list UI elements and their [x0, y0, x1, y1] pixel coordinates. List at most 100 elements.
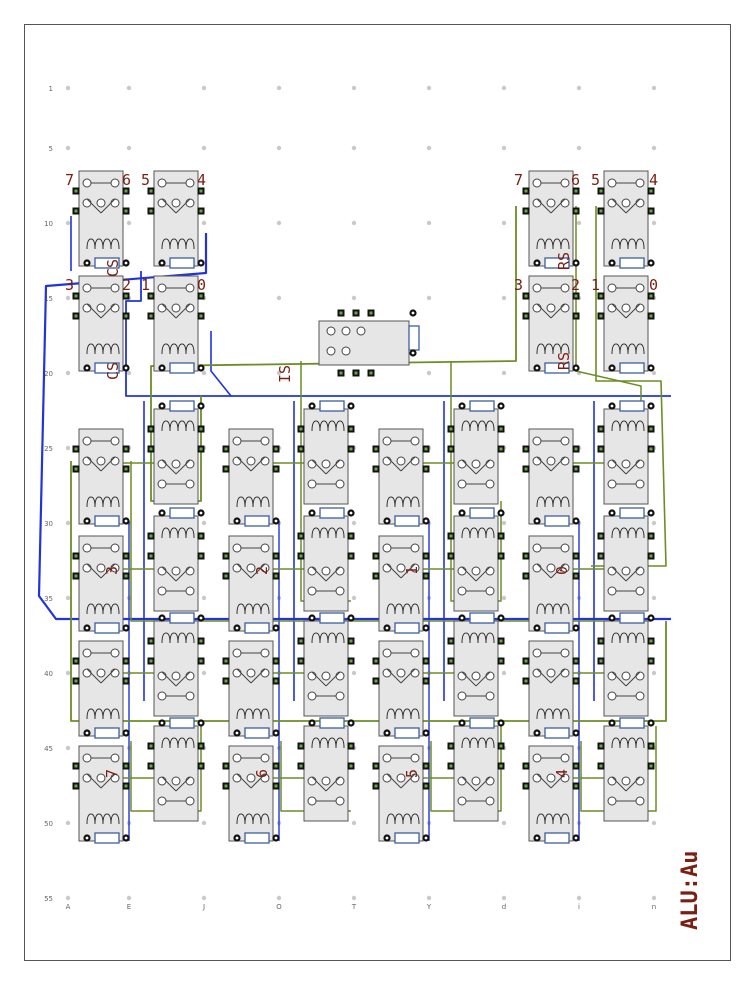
pad-hole	[354, 311, 358, 315]
grid-dot	[351, 820, 357, 826]
contact	[532, 456, 542, 466]
pad-hole	[74, 679, 78, 683]
contact-line	[461, 566, 477, 582]
pad-hole	[124, 447, 128, 451]
contact	[457, 776, 467, 786]
grid-dot	[426, 145, 432, 151]
contact	[82, 543, 92, 553]
bit-label: 7	[514, 171, 523, 189]
contact	[621, 459, 631, 469]
contact	[410, 648, 420, 658]
section-label-cs: CS	[104, 362, 122, 380]
pad-hole	[574, 366, 578, 370]
grid-dot	[126, 220, 132, 226]
pad-hole	[199, 294, 203, 298]
coil	[161, 420, 195, 432]
grid-dot	[201, 370, 207, 376]
pad-hole	[374, 679, 378, 683]
relay-body	[603, 408, 649, 505]
pad-hole	[274, 764, 278, 768]
diode	[469, 507, 495, 519]
coil	[536, 813, 570, 825]
pad-hole	[599, 744, 603, 748]
row-label: 30	[44, 520, 53, 528]
grid-dot	[351, 670, 357, 676]
contact-line	[386, 773, 402, 789]
pad-hole	[499, 427, 503, 431]
adder-bit-label: 5	[403, 769, 421, 778]
pad-hole	[124, 314, 128, 318]
pad-hole	[160, 366, 164, 370]
grid-dot	[65, 595, 71, 601]
relay	[597, 170, 655, 269]
pad-hole	[574, 519, 578, 523]
contact-line	[86, 303, 102, 319]
relay	[72, 428, 130, 527]
contact	[560, 436, 570, 446]
pad-hole	[124, 784, 128, 788]
grid-dot	[351, 295, 357, 301]
grid-dot	[351, 520, 357, 526]
grid-dot	[65, 85, 71, 91]
pad-hole	[449, 534, 453, 538]
diode	[619, 362, 645, 374]
contact	[307, 566, 317, 576]
contact	[621, 566, 631, 576]
diode	[469, 400, 495, 412]
relay	[522, 428, 580, 527]
contact-line	[536, 773, 552, 789]
section-label-rs: RS	[555, 352, 573, 370]
pad-hole	[374, 784, 378, 788]
pad-hole	[424, 679, 428, 683]
contact	[560, 753, 570, 763]
pad-hole	[299, 554, 303, 558]
coil	[611, 632, 645, 644]
pad-hole	[574, 731, 578, 735]
coil	[461, 737, 495, 749]
contact	[96, 773, 106, 783]
relay-body	[153, 408, 199, 505]
contact	[246, 563, 256, 573]
contact	[157, 671, 167, 681]
contact	[260, 456, 270, 466]
contact	[157, 566, 167, 576]
grid-dot	[501, 220, 507, 226]
coil	[386, 813, 420, 825]
contact-line	[475, 566, 491, 582]
pad-hole	[599, 314, 603, 318]
pad-hole	[199, 261, 203, 265]
contact	[185, 586, 195, 596]
pad-hole	[610, 261, 614, 265]
pad-hole	[574, 294, 578, 298]
adder-bit-label: 6	[253, 769, 271, 778]
relay	[372, 535, 430, 634]
contact	[532, 648, 542, 658]
relay	[72, 745, 130, 844]
contact	[607, 178, 617, 188]
grid-dot	[351, 595, 357, 601]
contact	[560, 303, 570, 313]
contact	[82, 668, 92, 678]
pad-hole	[74, 209, 78, 213]
contact	[260, 753, 270, 763]
relay-body	[453, 620, 499, 717]
pad-hole	[224, 574, 228, 578]
pad-hole	[339, 311, 343, 315]
pad-hole	[299, 639, 303, 643]
contact	[560, 648, 570, 658]
contact	[560, 178, 570, 188]
coil	[86, 813, 120, 825]
blue-bus-top	[125, 271, 671, 397]
contact	[621, 776, 631, 786]
grid-dot	[501, 520, 507, 526]
pad-hole	[599, 189, 603, 193]
pad-hole	[149, 447, 153, 451]
pad-hole	[199, 189, 203, 193]
coil	[161, 238, 195, 250]
diode	[169, 362, 195, 374]
grid-dot	[501, 370, 507, 376]
grid-dot	[351, 85, 357, 91]
relay	[147, 612, 205, 717]
contact	[171, 459, 181, 469]
